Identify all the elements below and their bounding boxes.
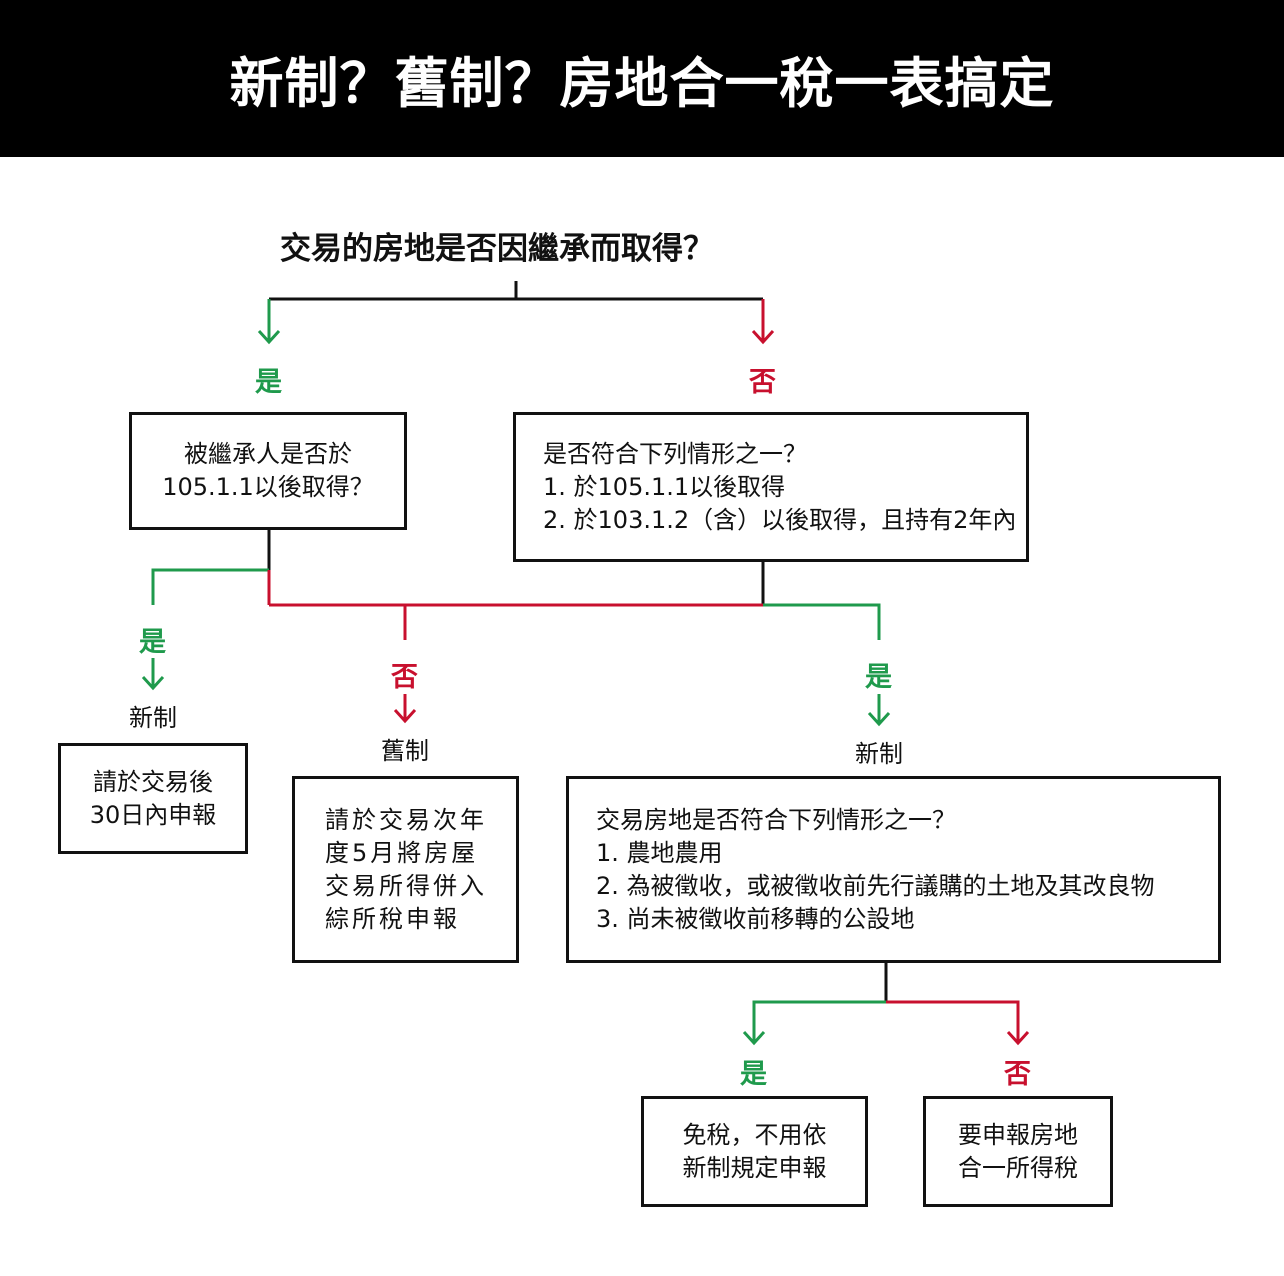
box-line: 交易所得併入: [325, 871, 487, 900]
box-line: 2. 於103.1.2（含）以後取得，且持有2年內: [543, 505, 1017, 534]
arrow-question-no: [751, 299, 775, 345]
no-label-must-report: 否: [1004, 1059, 1031, 1090]
box-line: 新制規定申報: [682, 1153, 827, 1182]
yes-label-exempt: 是: [740, 1059, 767, 1090]
box-line: 1. 農地農用: [596, 838, 723, 867]
arrow-old-system: [393, 694, 417, 724]
old-system-label: 舊制: [381, 737, 429, 765]
old-system-report-box: 請於交易次年 度5月將房屋 交易所得併入 綜所稅申報: [292, 776, 519, 963]
yes-label-condition-met: 是: [865, 662, 892, 693]
box-line: 30日內申報: [89, 800, 217, 829]
box-line: 合一所得稅: [958, 1153, 1078, 1182]
yes-label-inherited: 是: [255, 367, 282, 398]
arrow-new-system-right: [867, 694, 891, 727]
box-line: 3. 尚未被徵收前移轉的公設地: [596, 904, 915, 933]
page-title: 新制？舊制？房地合一稅一表搞定: [0, 0, 1284, 157]
inherit-date-box: 被繼承人是否於 105.1.1以後取得？: [129, 412, 407, 530]
box-line: 綜所稅申報: [325, 904, 460, 933]
new-system-label-right: 新制: [855, 740, 903, 768]
box-line: 請於交易次年: [325, 805, 487, 834]
report-30-days-box: 請於交易後 30日內申報: [58, 743, 248, 854]
box-line: 要申報房地: [958, 1120, 1078, 1149]
box-line: 度5月將房屋: [325, 838, 479, 867]
box-line: 請於交易後: [93, 767, 213, 796]
box-line: 免稅，不用依: [682, 1120, 827, 1149]
must-report-box: 要申報房地 合一所得稅: [923, 1096, 1113, 1207]
connector-condition-yes: [763, 603, 881, 640]
connector-exemption-no: [886, 1000, 1030, 1046]
no-label-old-system: 否: [391, 662, 418, 693]
connector-exemption-yes: [742, 1000, 886, 1046]
box-line: 1. 於105.1.1以後取得: [543, 472, 786, 501]
tax-exempt-box: 免稅，不用依 新制規定申報: [641, 1096, 868, 1207]
connector-inherit-yes: [151, 568, 269, 605]
box-line: 105.1.1以後取得？: [162, 473, 374, 501]
no-label-not-inherited: 否: [749, 367, 776, 398]
new-system-label-left: 新制: [129, 704, 177, 732]
root-question: 交易的房地是否因繼承而取得？: [280, 231, 714, 267]
condition-check-box: 是否符合下列情形之一？ 1. 於105.1.1以後取得 2. 於103.1.2（…: [513, 412, 1029, 562]
arrow-question-yes: [257, 299, 281, 345]
box-line: 被繼承人是否於: [184, 440, 352, 468]
exemption-check-box: 交易房地是否符合下列情形之一？ 1. 農地農用 2. 為被徵收，或被徵收前先行議…: [566, 776, 1221, 963]
box-line: 交易房地是否符合下列情形之一？: [596, 805, 956, 834]
box-line: 是否符合下列情形之一？: [543, 439, 807, 468]
yes-label-inherit-after: 是: [139, 627, 166, 658]
arrow-new-system-left: [141, 658, 165, 691]
box-line: 2. 為被徵收，或被徵收前先行議購的土地及其改良物: [596, 871, 1155, 900]
